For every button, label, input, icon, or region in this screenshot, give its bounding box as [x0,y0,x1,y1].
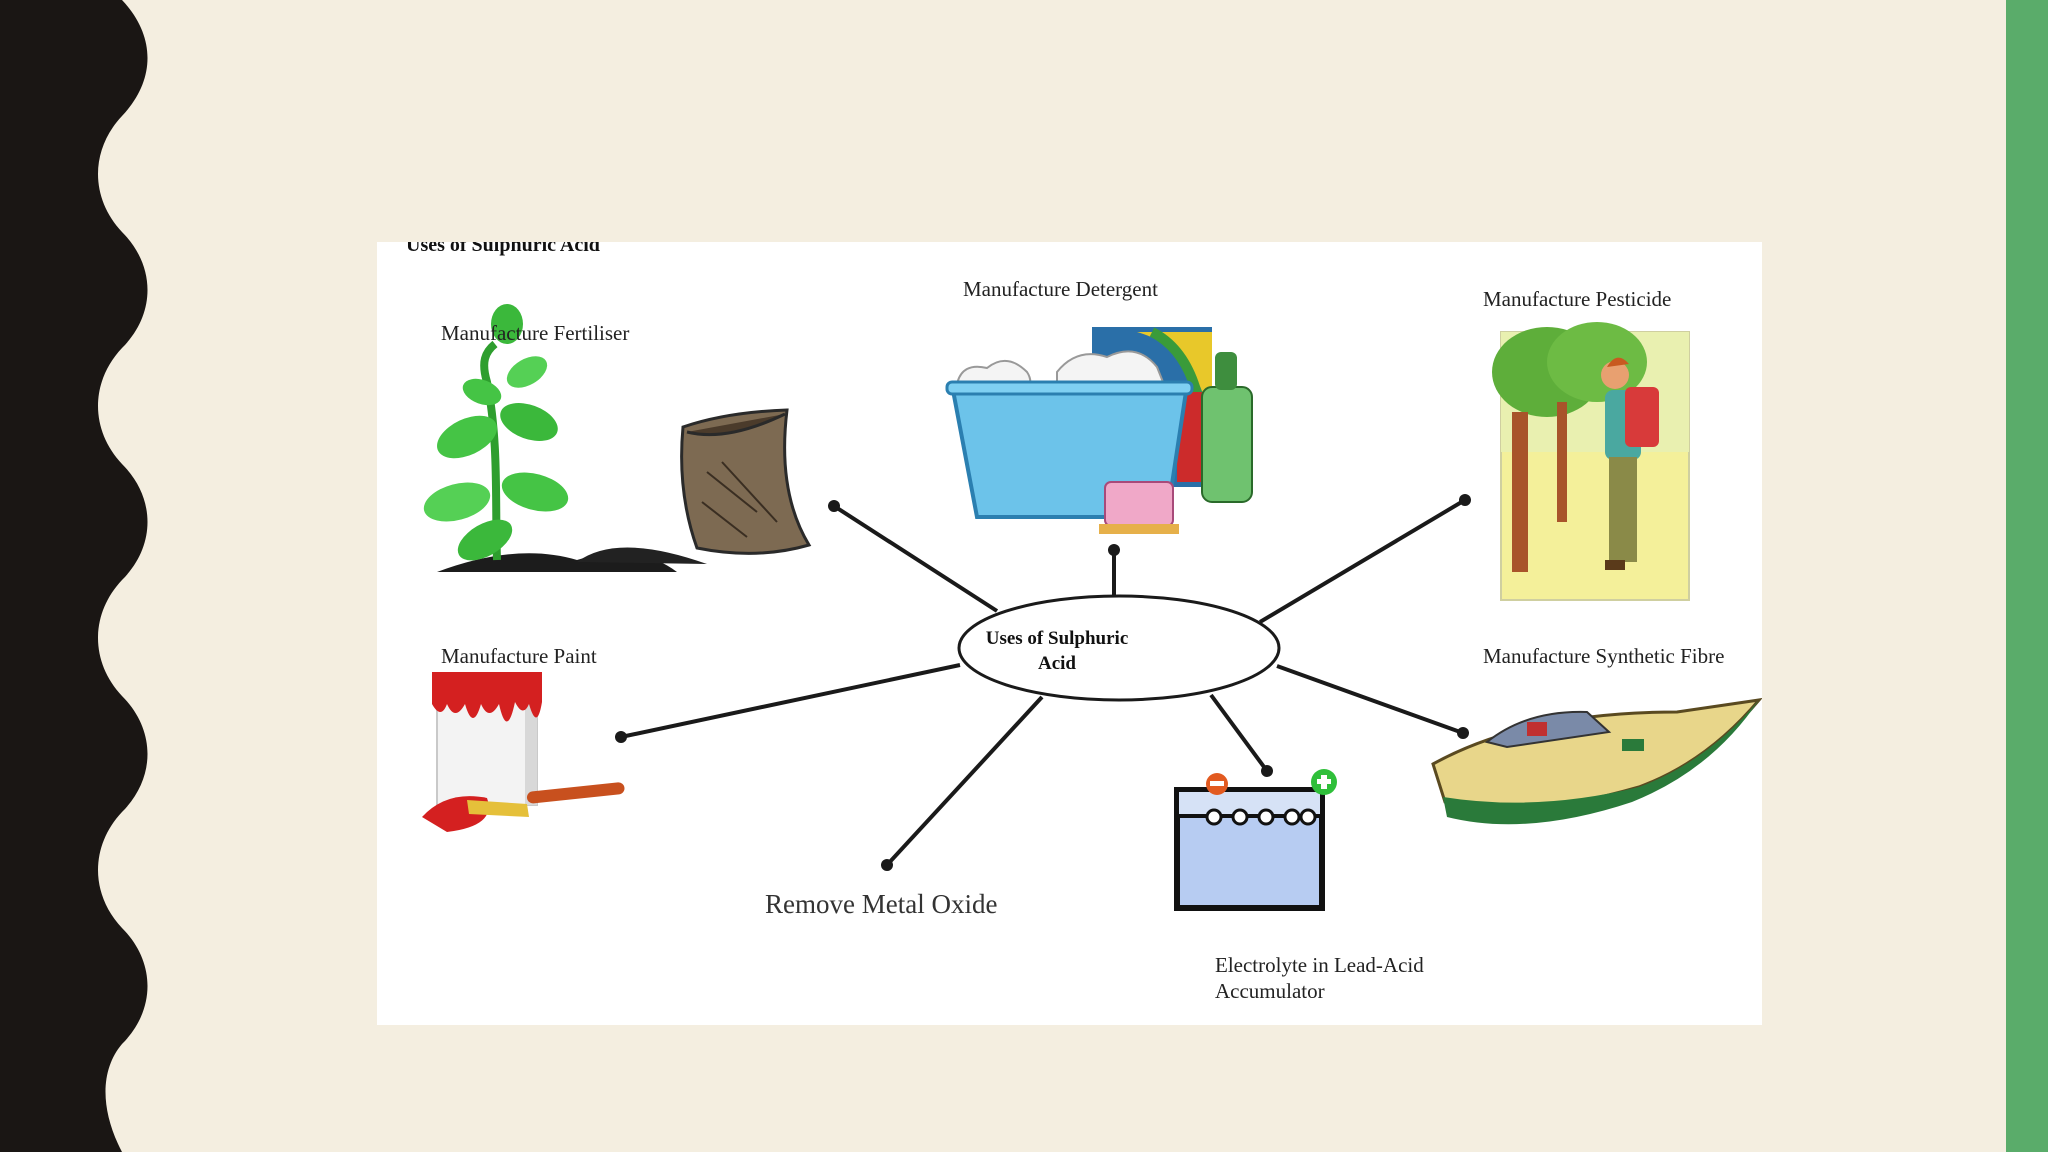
connector-electrolyte [1209,693,1269,773]
center-ellipse [957,594,1281,702]
label-paint: Manufacture Paint [441,644,597,668]
paint-icon [422,672,625,832]
label-detergent: Manufacture Detergent [963,277,1158,301]
boat-icon [1431,698,1762,825]
diagram-panel: Uses of Sulphuric Acid Manufacture Ferti… [377,242,1762,1025]
fertiliser-plant-icon [423,304,677,572]
label-synthetic-fibre: Manufacture Synthetic Fibre [1483,644,1725,668]
label-remove-metal-oxide: Remove Metal Oxide [765,889,998,919]
center-label-line1: Uses of Sulphuric [985,628,1129,649]
connector-metal-oxide [885,695,1044,867]
label-electrolyte: Electrolyte in Lead-Acid Accumulator [1215,953,1424,1003]
label-fertiliser: Manufacture Fertiliser [441,321,630,345]
connector-fertiliser [832,504,999,613]
pesticide-icon [1492,322,1690,601]
label-pesticide: Manufacture Pesticide [1483,287,1672,311]
center-node-label: Uses of Sulphuric Acid [957,626,1157,676]
wavy-left-border [0,0,148,1152]
connector-fibre [1276,664,1464,735]
mind-map-graphic [422,304,1762,911]
diagram-title: Uses of Sulphuric Acid [406,242,600,256]
center-label-line2: Acid [1038,653,1076,674]
connector-paint [620,663,961,739]
connector-pesticide [1258,498,1467,624]
battery-icon [1174,769,1337,911]
detergent-icon [945,327,1253,534]
right-green-accent [2006,0,2048,1152]
fertiliser-sack-icon [577,408,812,564]
connector-endpoints [615,494,1471,871]
connectors [620,498,1467,867]
